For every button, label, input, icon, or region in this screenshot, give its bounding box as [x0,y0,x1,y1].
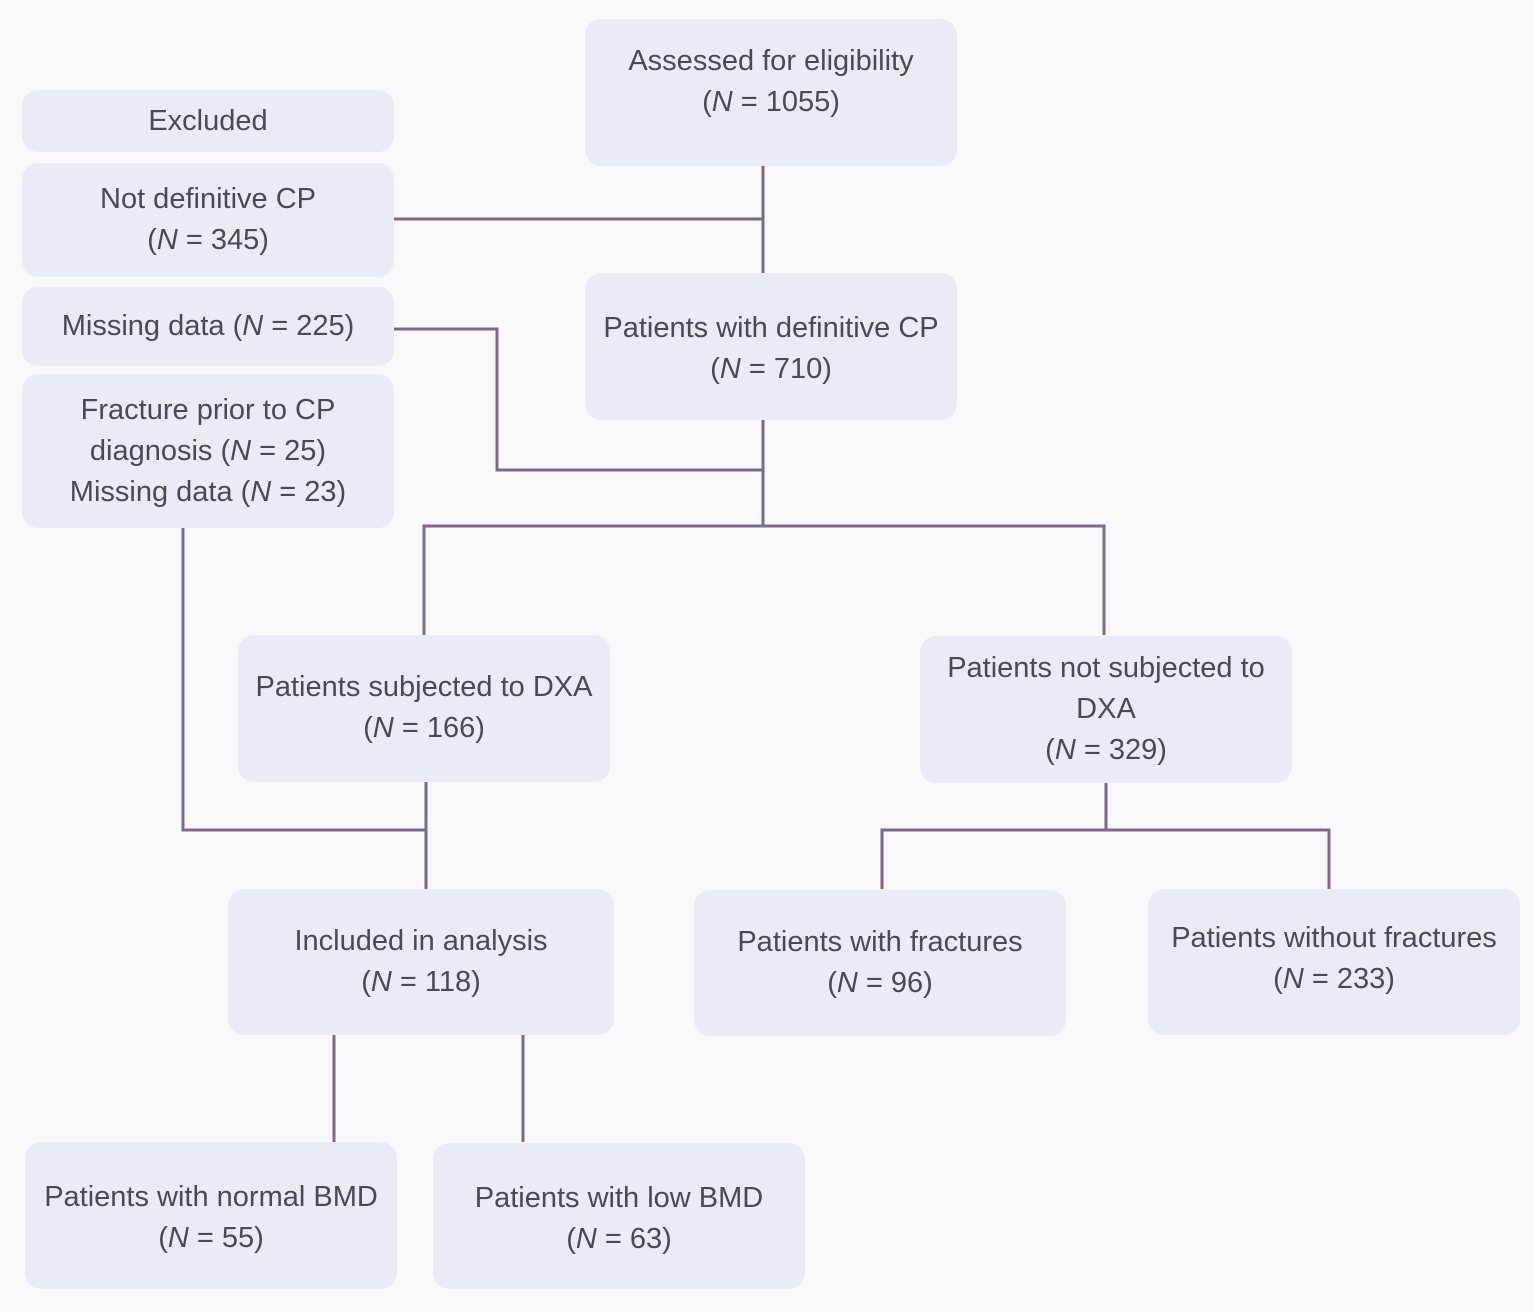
without-fractures-count: (N = 233) [1273,963,1395,995]
not-definitive-count: (N = 345) [147,224,269,256]
missing-data-box: Missing data (N = 225) [22,287,394,366]
assessed-count: (N = 1055) [702,86,840,118]
excluded-box: Excluded [22,90,394,152]
included-count: (N = 118) [361,966,481,998]
connector-split-fractures [880,828,1331,889]
fracture-prior-missing-count: Missing data (N = 23) [69,475,347,508]
without-fractures-label: Patients without fractures [1171,922,1497,954]
dxa-label: Patients subjected to DXA [255,671,593,703]
connector-exclusion-fracture-prior [181,528,426,832]
with-fractures-count: (N = 96) [827,967,933,999]
definitive-box: Patients with definitive CP (N = 710) [585,273,957,420]
no-dxa-box: Patients not subjected to DXA (N = 329) [920,636,1292,783]
dxa-box: Patients subjected to DXA (N = 166) [238,635,610,782]
included-box: Included in analysis (N = 118) [228,889,614,1035]
no-dxa-label-line2: DXA [1076,693,1136,725]
assessed-box: Assessed for eligibility (N = 1055) [585,19,957,166]
connector-split-dxa [422,524,1106,635]
normal-bmd-box: Patients with normal BMD (N = 55) [25,1142,397,1289]
fracture-prior-label: Fracture prior to CP [80,393,336,426]
low-bmd-box: Patients with low BMD (N = 63) [433,1143,805,1289]
excluded-label: Excluded [148,104,268,137]
dxa-count: (N = 166) [363,712,485,744]
normal-bmd-count: (N = 55) [158,1222,264,1254]
no-dxa-count: (N = 329) [1045,734,1167,766]
not-definitive-label: Not definitive CP [100,183,316,215]
fracture-prior-box: Fracture prior to CP diagnosis (N = 25) … [22,374,394,528]
no-dxa-label: Patients not subjected to [947,652,1265,684]
without-fractures-box: Patients without fractures (N = 233) [1148,889,1520,1035]
low-bmd-label: Patients with low BMD [474,1182,764,1214]
included-label: Included in analysis [294,925,548,957]
normal-bmd-label: Patients with normal BMD [44,1181,378,1213]
with-fractures-box: Patients with fractures (N = 96) [694,890,1066,1036]
definitive-count: (N = 710) [710,353,832,385]
definitive-label: Patients with definitive CP [603,312,939,344]
assessed-label: Assessed for eligibility [628,45,914,77]
missing-data-label: Missing data (N = 225) [61,310,355,342]
fracture-prior-count: diagnosis (N = 25) [89,434,327,467]
low-bmd-count: (N = 63) [566,1223,672,1255]
with-fractures-label: Patients with fractures [737,926,1023,958]
not-definitive-box: Not definitive CP (N = 345) [22,163,394,277]
connector-exclusion-missing-data [393,327,763,472]
